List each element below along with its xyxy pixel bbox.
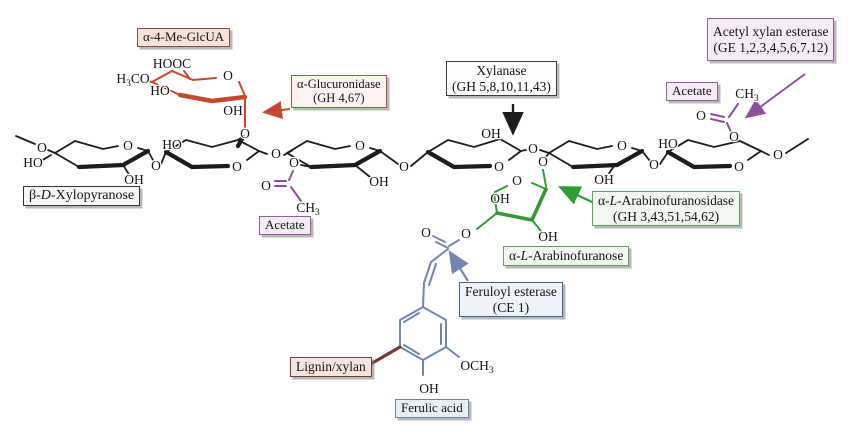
- atom-label: O: [649, 157, 659, 172]
- enzyme-name: α-Glucuronidase: [297, 77, 381, 91]
- atom-label: O: [232, 159, 242, 174]
- acetate-lower-label: Acetate: [259, 216, 311, 235]
- atom-label: O: [734, 159, 744, 174]
- arabinofuranose-label: α-L-Arabinofuranose: [503, 246, 630, 266]
- arabinofuranosidase-label: α-L-Arabinofuranosidase (GH 3,43,51,54,6…: [592, 191, 741, 227]
- xylopyranose-label: β-D-Xylopyranose: [23, 186, 141, 207]
- arabinofuranosidase-arrow: [558, 186, 593, 205]
- atom-label: OH: [490, 191, 510, 206]
- acetyl-xylan-esterase-label: Acetyl xylan esterase (GE 1,2,3,4,5,6,7,…: [707, 18, 835, 62]
- atom-label: OCH3: [460, 358, 494, 376]
- atom-label: O: [696, 108, 706, 123]
- atom-label: O: [617, 138, 627, 153]
- atom-label: O: [123, 138, 133, 153]
- atom-label: O: [461, 226, 471, 241]
- atom-label: O: [37, 140, 47, 155]
- acetyl-xylan-esterase-arrow: [744, 73, 806, 119]
- glucuronic-acid-group: [147, 69, 248, 128]
- atom-label: O: [240, 126, 250, 141]
- ferulic-text: Ferulic acid: [401, 400, 463, 415]
- enzyme-family: (GH 5,8,10,11,43): [452, 78, 551, 94]
- xylan-backbone-bold-edges: [76, 134, 733, 170]
- enzyme-family: (GE 1,2,3,4,5,6,7,12): [713, 39, 829, 55]
- atom-label: HO: [658, 136, 678, 151]
- atom-label: O: [512, 173, 522, 188]
- lignin-xylan-label: Lignin/xylan: [290, 357, 372, 377]
- enzyme-name: α-L-Arabinofuranosidase: [598, 193, 735, 208]
- feruloyl-esterase-label: Feruloyl esterase (CE 1): [459, 282, 563, 318]
- xylanase-label: Xylanase (GH 5,8,10,11,43): [446, 61, 557, 97]
- atom-label: OH: [369, 174, 389, 189]
- atom-label: HO: [150, 83, 170, 98]
- ferulic-acid-group: [399, 235, 460, 376]
- glucuronidase-arrow: [262, 101, 291, 119]
- atom-label: O: [271, 146, 281, 161]
- atom-label: HO: [162, 137, 182, 152]
- glcua-text: α-4-Me-GlcUA: [143, 29, 225, 44]
- atom-label: O: [151, 158, 161, 173]
- glucuronidase-label: α-Glucuronidase (GH 4,67): [291, 75, 387, 108]
- atom-label: OH: [538, 229, 558, 244]
- atom-label: O: [729, 129, 739, 144]
- glcua-label: α-4-Me-GlcUA: [137, 28, 231, 47]
- atom-label: OH: [223, 103, 243, 118]
- atom-label: O: [528, 141, 538, 156]
- xylan-backbone-bonds: [15, 135, 809, 178]
- acetate-text: Acetate: [672, 83, 712, 98]
- atom-label: OH: [594, 172, 614, 187]
- atom-label: OH: [419, 381, 439, 396]
- acetate-upper-label: Acetate: [666, 82, 718, 101]
- acetate-group-lower: [274, 170, 302, 202]
- atom-label: O: [538, 154, 548, 169]
- enzyme-family: (CE 1): [492, 299, 530, 315]
- atom-label: OH: [481, 126, 501, 141]
- atom-label: HO: [23, 155, 43, 170]
- atom-label: O: [355, 138, 365, 153]
- atom-label: O: [494, 159, 504, 174]
- acetate-text: Acetate: [265, 217, 305, 232]
- atom-label: O: [421, 225, 431, 240]
- atom-label: O: [399, 159, 409, 174]
- atom-label: OH: [124, 172, 144, 187]
- lignin-text: Lignin/xylan: [296, 359, 366, 374]
- atom-label: O: [261, 178, 271, 193]
- atom-label: H3CO: [116, 71, 150, 89]
- atom-label: CH3: [296, 200, 320, 218]
- atom-label: O: [289, 155, 299, 170]
- feruloyl-esterase-arrow: [448, 250, 469, 282]
- enzyme-name: Xylanase: [476, 63, 527, 78]
- ferulic-acid-label: Ferulic acid: [395, 399, 469, 418]
- atom-label: HOOC: [153, 56, 191, 71]
- acetate-group-upper: [710, 103, 739, 133]
- arabinofuranose-group: [476, 169, 548, 232]
- enzyme-name: Acetyl xylan esterase: [713, 24, 829, 39]
- atom-label: O: [773, 147, 783, 162]
- enzyme-name: Feruloyl esterase: [465, 284, 557, 299]
- atom-label: O: [223, 68, 233, 83]
- enzyme-family: (GH 3,43,51,54,62): [612, 208, 720, 224]
- atom-label: CH3: [735, 86, 759, 104]
- enzyme-family: (GH 4,67): [313, 91, 365, 106]
